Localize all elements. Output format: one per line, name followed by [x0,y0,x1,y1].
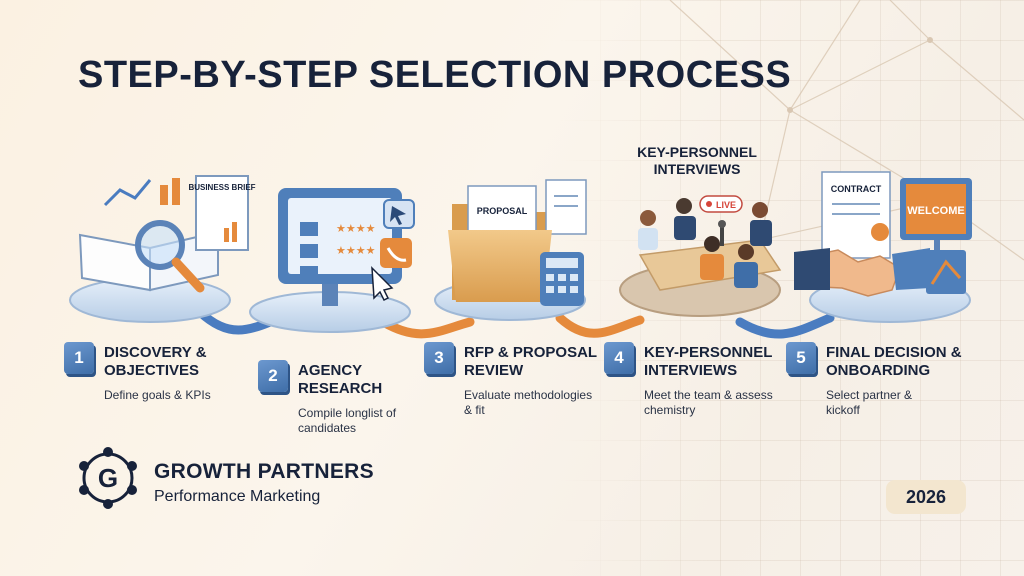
svg-text:G: G [98,463,118,493]
step-title: DISCOVERY & OBJECTIVES [104,344,207,379]
svg-text:PROPOSAL: PROPOSAL [477,206,528,216]
step-description: Meet the team & assess chemistry [644,388,773,417]
step-description: Evaluate methodologies & fit [464,388,593,417]
floating-stage-label: KEY-PERSONNEL INTERVIEWS [637,144,757,177]
brand-subtitle: Performance Marketing [154,488,321,505]
svg-text:BUSINESS BRIEF: BUSINESS BRIEF [188,183,255,192]
step-title: AGENCY RESEARCH [298,362,383,397]
brand-block: G GROWTH PARTNERS Performance Marketing [76,446,374,515]
handshake-contract-icon: CONTRACT WELCOME [794,171,972,323]
step-description: Select partner & kickoff [826,388,913,417]
brand-name: GROWTH PARTNERS [154,460,374,483]
step-number-badge: 3 [424,342,454,374]
step-title: KEY-PERSONNEL INTERVIEWS [644,344,773,379]
step-number-badge: 2 [258,360,288,392]
step-number-badge: 4 [604,342,634,374]
svg-text:LIVE: LIVE [716,200,736,210]
step-description: Compile longlist of candidates [298,406,397,435]
svg-text:★★★★: ★★★★ [336,244,376,257]
svg-text:★★★★: ★★★★ [336,222,376,235]
page-title: STEP-BY-STEP SELECTION PROCESS [78,54,792,96]
svg-text:CONTRACT: CONTRACT [831,184,882,194]
step-number-badge: 5 [786,342,816,374]
svg-text:WELCOME: WELCOME [907,205,964,217]
network-g-logo-icon: G [79,447,137,509]
network-lines-decoration [669,0,1024,261]
magnifier-book-icon: BUSINESS BRIEF [69,175,256,323]
folder-proposal-icon: PROPOSAL [434,179,587,321]
monitor-ratings-icon: ★★★★ ★★★★ [249,188,415,333]
step-number-badge: 1 [64,342,94,374]
step-title: FINAL DECISION & ONBOARDING [826,344,962,379]
meeting-table-icon: LIVE [619,195,782,317]
connector-path [195,307,835,339]
year-badge: 2026 [886,480,966,514]
step-title: RFP & PROPOSAL REVIEW [464,344,597,379]
step-description: Define goals & KPIs [104,388,211,402]
